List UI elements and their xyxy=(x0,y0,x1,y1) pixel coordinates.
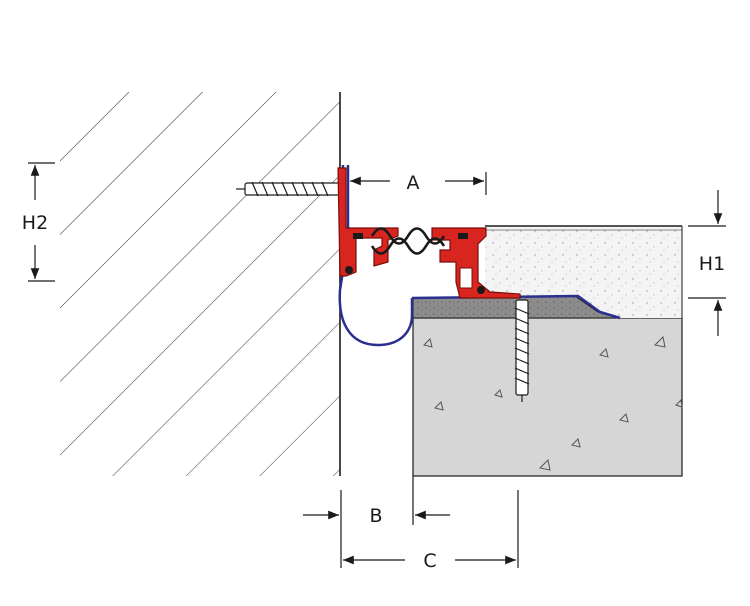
dimension-h2 xyxy=(28,162,55,282)
dimension-a xyxy=(350,172,487,195)
floor-anchor-screw xyxy=(514,299,530,402)
dimension-c xyxy=(343,490,519,568)
spring-insert xyxy=(370,227,446,255)
dimension-b xyxy=(303,476,450,568)
wall-anchor-screw xyxy=(236,181,341,197)
floor-profile xyxy=(431,227,521,299)
dimension-h2-label: H2 xyxy=(22,212,48,234)
concrete-slab xyxy=(412,317,683,477)
dimension-c-label: C xyxy=(423,550,436,572)
dimension-h1-label: H1 xyxy=(699,253,725,275)
dimension-a-label: A xyxy=(407,172,420,194)
wall-section xyxy=(60,92,341,476)
wall-profile xyxy=(337,167,399,277)
dimension-b-label: B xyxy=(369,505,382,527)
dimension-h1 xyxy=(688,190,726,336)
